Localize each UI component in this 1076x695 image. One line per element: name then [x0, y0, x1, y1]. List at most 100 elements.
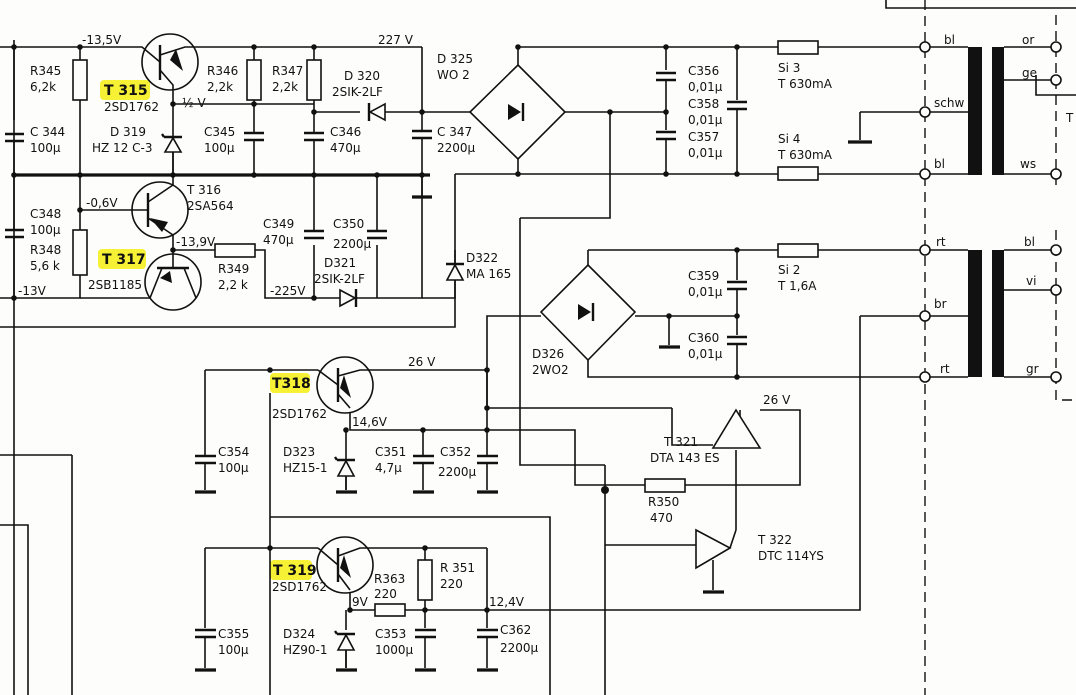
junction-dots — [11, 44, 740, 613]
label-tr2-bl: bl — [1024, 235, 1035, 249]
wires-t318 — [204, 369, 801, 695]
label-r345-val: 6,2k — [30, 80, 56, 94]
label-r346: R346 — [207, 64, 238, 78]
label-c351: C351 — [375, 445, 406, 459]
label-d322-type: MA 165 — [466, 267, 511, 281]
label-tr2-br: br — [934, 297, 947, 311]
label-v-139: -13,9V — [176, 235, 216, 249]
label-v-124: 12,4V — [489, 595, 525, 609]
capacitors — [5, 71, 747, 645]
label-t315-type: 2SD1762 — [104, 100, 159, 114]
si4-body — [777, 166, 819, 181]
label-c360: C360 — [688, 331, 719, 345]
label-si2-val: T 1,6A — [777, 279, 817, 293]
label-t321: T 321 — [663, 435, 698, 449]
label-c344-val: 100µ — [30, 141, 61, 155]
transistor-t316 — [130, 175, 189, 250]
label-tr2-rt2: rt — [940, 362, 950, 376]
label-tr1-bl2: bl — [934, 157, 945, 171]
label-v-9: 9V — [352, 595, 369, 609]
label-si4-val: T 630mA — [777, 148, 833, 162]
transformer-2 — [919, 244, 1062, 383]
label-d319-type: HZ 12 C-3 — [92, 141, 153, 155]
bridge-d325 — [468, 63, 567, 161]
label-t322: T 322 — [757, 533, 792, 547]
label-c355: C355 — [218, 627, 249, 641]
label-d324: D324 — [283, 627, 315, 641]
label-c346: C346 — [330, 125, 361, 139]
label-v-225: -225V — [270, 284, 306, 298]
label-c354-val: 100µ — [218, 461, 249, 475]
t315-highlight — [100, 80, 150, 100]
label-c359: C359 — [688, 269, 719, 283]
label-v-26a: 26 V — [408, 355, 436, 369]
label-c352-val: 2200µ — [438, 465, 477, 479]
bridge-d326 — [539, 263, 637, 362]
label-c355-val: 100µ — [218, 643, 249, 657]
label-t318-type: 2SD1762 — [272, 407, 327, 421]
label-d326: D326 — [532, 347, 564, 361]
label-r348-val: 5,6 k — [30, 259, 60, 273]
wires-top-bridge — [422, 46, 930, 466]
label-c353: C353 — [375, 627, 406, 641]
label-tr2-gr: gr — [1026, 362, 1039, 376]
label-v-146: 14,6V — [352, 415, 388, 429]
label-r363: R363 — [374, 572, 405, 586]
label-r347-val: 2,2k — [272, 80, 298, 94]
label-c360-val: 0,01µ — [688, 347, 723, 361]
si2-body — [777, 243, 819, 258]
transformer-1 — [919, 41, 1076, 180]
label-c359-val: 0,01µ — [688, 285, 723, 299]
label-d321-type: 2SIK-2LF — [314, 272, 365, 286]
label-tr1-schw: schw — [934, 96, 964, 110]
label-c350-val: 2200µ — [333, 237, 372, 251]
label-tr1-bl: bl — [944, 33, 955, 47]
label-d320: D 320 — [344, 69, 380, 83]
t319-highlight — [270, 560, 312, 580]
label-tr1-or: or — [1022, 33, 1034, 47]
t318-highlight — [270, 373, 310, 393]
diodes — [161, 102, 465, 668]
r350-body — [644, 478, 686, 493]
text-labels: -13,5V 227 V R345 6,2k T 315 2SD1762 ½ V… — [18, 33, 1074, 657]
r349-body — [214, 243, 256, 258]
label-c346-val: 470µ — [330, 141, 361, 155]
label-si2: Si 2 — [778, 263, 800, 277]
r351-body — [417, 559, 433, 601]
label-tr1-ws: ws — [1020, 157, 1036, 171]
label-c350: C350 — [333, 217, 364, 231]
label-d326-type: 2WO2 — [532, 363, 569, 377]
label-c347-val: 2200µ — [437, 141, 476, 155]
label-tr1-t: T — [1065, 111, 1074, 125]
label-d321: D321 — [324, 256, 356, 270]
transistor-t315 — [130, 33, 199, 104]
si3-body — [777, 40, 819, 55]
label-t315: T 315 — [104, 83, 148, 99]
label-tr2-vi: vi — [1026, 274, 1036, 288]
label-v-13: -13V — [18, 284, 47, 298]
label-r350-val: 470 — [650, 511, 673, 525]
label-v-06: -0,6V — [86, 196, 118, 210]
label-c348-val: 100µ — [30, 223, 61, 237]
label-c352: C352 — [440, 445, 471, 459]
label-d324-type: HZ90-1 — [283, 643, 327, 657]
label-r349-val: 2,2 k — [218, 278, 248, 292]
transistor-t318 — [316, 356, 374, 414]
label-c345: C345 — [204, 125, 235, 139]
t317-highlight — [98, 249, 146, 269]
label-c351-val: 4,7µ — [375, 461, 402, 475]
label-c362-val: 2200µ — [500, 641, 539, 655]
label-si3: Si 3 — [778, 61, 800, 75]
label-c356: C356 — [688, 64, 719, 78]
r346-body — [246, 59, 262, 101]
label-r347: R347 — [272, 64, 303, 78]
label-c348: C348 — [30, 207, 61, 221]
transistor-t319 — [316, 536, 374, 594]
r347-body — [306, 59, 322, 101]
label-c358: C358 — [688, 97, 719, 111]
label-t322-type: DTC 114YS — [758, 549, 824, 563]
label-c347: C 347 — [437, 125, 472, 139]
resistors — [72, 40, 819, 617]
transistor-t321 — [711, 408, 762, 449]
